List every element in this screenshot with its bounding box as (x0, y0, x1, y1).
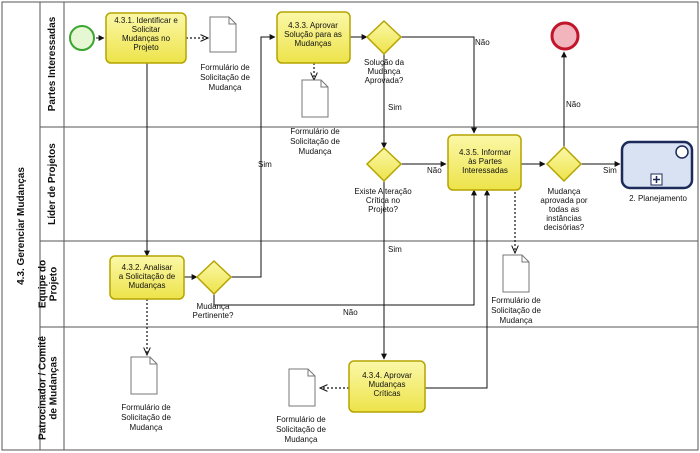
flow-label-sim-gw4: Sim (603, 166, 617, 175)
subprocess-box[interactable] (620, 140, 694, 190)
task-4-3-2-box[interactable] (109, 255, 185, 300)
gateway-4-diamond[interactable] (545, 145, 583, 183)
lane-label-patrocinador-comite: Patrocinador / Comitêde Mudanças (38, 336, 60, 440)
lane-label-partes-interessadas: Partes Interessadas (47, 16, 58, 111)
lane-label-lider-de-projetos: Líder de Projetos (47, 143, 58, 225)
associations (147, 38, 515, 388)
task-4-3-5-box[interactable] (447, 134, 522, 191)
flow-task4-to-task5 (425, 189, 490, 389)
flow-label-sim-gw3: Sim (258, 160, 272, 169)
task-4-3-3-box[interactable] (276, 11, 351, 64)
document-icon (130, 356, 158, 395)
document-icon (209, 16, 237, 53)
lane-label-equipe-do-projeto: Equipe doProjeto (38, 260, 60, 308)
gateway-1-diamond[interactable] (365, 19, 403, 56)
document-icon (502, 254, 530, 293)
flow-label-nao-gw1: Não (475, 38, 490, 47)
subprocess-event-icon (675, 145, 689, 159)
pool-label: 4.3. Gerenciar Mudanças (16, 167, 27, 285)
flow-gw1-nao-to-task5 (401, 36, 477, 134)
start-event[interactable] (69, 25, 95, 51)
sequence-flows (96, 34, 621, 389)
flow-label-nao-gw2: Não (427, 166, 442, 175)
task-4-3-4-box[interactable] (348, 360, 426, 413)
flow-gw3-sim-to-task3 (231, 34, 276, 278)
flow-label-sim-gw1: Sim (388, 103, 402, 112)
flow-label-nao-gw3: Não (343, 308, 358, 317)
document-icon (288, 368, 316, 407)
subprocess-planejamento[interactable]: 2. Planejamento (620, 140, 694, 203)
flow-label-nao-gw4: Não (566, 100, 581, 109)
flow-label-sim-gw2: Sim (388, 245, 402, 254)
flow-gw3-nao-to-task5 (213, 189, 477, 306)
gateway-3-diamond[interactable] (195, 259, 233, 296)
subprocess-expand-icon[interactable] (650, 173, 663, 186)
document-icon (301, 79, 329, 118)
task-4-3-1-box[interactable] (105, 12, 187, 64)
gateway-2-diamond[interactable] (365, 146, 403, 183)
subprocess-label: 2. Planejamento (629, 194, 687, 203)
end-event[interactable] (550, 21, 580, 51)
